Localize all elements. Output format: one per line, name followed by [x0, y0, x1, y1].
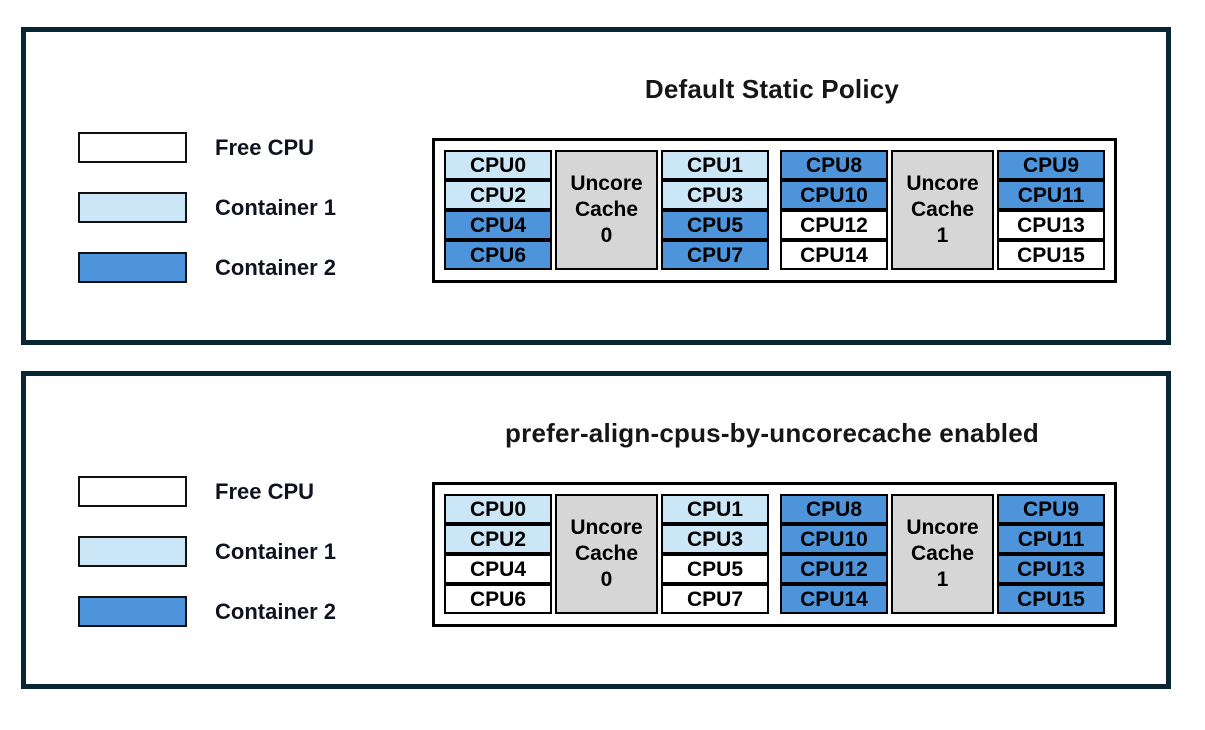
container-1-swatch [78, 536, 187, 567]
cpu-cell: CPU4 [444, 210, 552, 240]
legend-label: Container 2 [215, 254, 337, 280]
cpu-cell: CPU10 [780, 180, 888, 210]
legend-label: Free CPU [215, 134, 315, 160]
cpu-cell: CPU0 [444, 150, 552, 180]
legend-item-free-cpu: Free CPU [78, 132, 336, 163]
legend-item-container-1: Container 1 [78, 192, 336, 223]
panel-prefer-align-uncorecache: prefer-align-cpus-by-uncorecache enabled… [21, 371, 1171, 689]
container-2-swatch [78, 252, 187, 283]
cpu-cell: CPU6 [444, 584, 552, 614]
cpu-cell: CPU11 [997, 180, 1105, 210]
cpu-cell: CPU1 [661, 494, 769, 524]
cpu-cell: CPU15 [997, 240, 1105, 270]
cpu-cell: CPU10 [780, 524, 888, 554]
cpu-cell: CPU5 [661, 554, 769, 584]
cpu-cell: CPU15 [997, 584, 1105, 614]
cpu-cell: CPU14 [780, 240, 888, 270]
legend-label: Container 1 [215, 538, 337, 564]
cpu-cell: CPU9 [997, 494, 1105, 524]
cpu-column-right: CPU9 CPU11 CPU13 CPU15 [997, 494, 1105, 614]
cpu-column-left: CPU0 CPU2 CPU4 CPU6 [444, 494, 552, 614]
free-cpu-swatch [78, 132, 187, 163]
cpu-column-right: CPU1 CPU3 CPU5 CPU7 [661, 494, 769, 614]
cpu-cell: CPU7 [661, 240, 769, 270]
cpu-cell: CPU2 [444, 180, 552, 210]
cpu-cell: CPU2 [444, 524, 552, 554]
legend-label: Container 1 [215, 194, 337, 220]
legend-item-container-1: Container 1 [78, 536, 336, 567]
legend: Free CPU Container 1 Container 2 [78, 476, 336, 656]
cpu-cell: CPU0 [444, 494, 552, 524]
cpu-topology-diagram: CPU0 CPU2 CPU4 CPU6 Uncore Cache 0 CPU1 … [432, 482, 1117, 627]
cpu-cell: CPU11 [997, 524, 1105, 554]
cpu-column-right: CPU9 CPU11 CPU13 CPU15 [997, 150, 1105, 270]
cpu-cell: CPU12 [780, 210, 888, 240]
uncore-cache-group-0: CPU0 CPU2 CPU4 CPU6 Uncore Cache 0 CPU1 … [444, 494, 769, 615]
legend-label: Container 2 [215, 598, 337, 624]
cpu-cell: CPU1 [661, 150, 769, 180]
uncore-cache-group-1: CPU8 CPU10 CPU12 CPU14 Uncore Cache 1 CP… [780, 150, 1105, 271]
cpu-cell: CPU8 [780, 150, 888, 180]
cpu-column-left: CPU8 CPU10 CPU12 CPU14 [780, 150, 888, 270]
cpu-cell: CPU3 [661, 180, 769, 210]
cpu-column-right: CPU1 CPU3 CPU5 CPU7 [661, 150, 769, 270]
cpu-cell: CPU13 [997, 210, 1105, 240]
cpu-cell: CPU14 [780, 584, 888, 614]
free-cpu-swatch [78, 476, 187, 507]
legend-item-free-cpu: Free CPU [78, 476, 336, 507]
uncore-cache-cell: Uncore Cache 1 [891, 150, 994, 270]
panel-title: Default Static Policy [644, 74, 900, 104]
container-2-swatch [78, 596, 187, 627]
cpu-topology-diagram: CPU0 CPU2 CPU4 CPU6 Uncore Cache 0 CPU1 … [432, 138, 1117, 283]
cpu-cell: CPU4 [444, 554, 552, 584]
cpu-cell: CPU6 [444, 240, 552, 270]
cpu-column-left: CPU8 CPU10 CPU12 CPU14 [780, 494, 888, 614]
cpu-cell: CPU7 [661, 584, 769, 614]
cpu-cell: CPU9 [997, 150, 1105, 180]
cpu-cell: CPU13 [997, 554, 1105, 584]
panel-default-static-policy: Default Static Policy Free CPU Container… [21, 27, 1171, 345]
uncore-cache-cell: Uncore Cache 1 [891, 494, 994, 614]
panel-title: prefer-align-cpus-by-uncorecache enabled [505, 418, 1039, 448]
uncore-cache-group-0: CPU0 CPU2 CPU4 CPU6 Uncore Cache 0 CPU1 … [444, 150, 769, 271]
cpu-cell: CPU5 [661, 210, 769, 240]
cpu-column-left: CPU0 CPU2 CPU4 CPU6 [444, 150, 552, 270]
cpu-cell: CPU8 [780, 494, 888, 524]
legend-label: Free CPU [215, 478, 315, 504]
uncore-cache-cell: Uncore Cache 0 [555, 150, 658, 270]
cpu-cell: CPU12 [780, 554, 888, 584]
uncore-cache-group-1: CPU8 CPU10 CPU12 CPU14 Uncore Cache 1 CP… [780, 494, 1105, 615]
legend-item-container-2: Container 2 [78, 596, 336, 627]
container-1-swatch [78, 192, 187, 223]
cpu-cell: CPU3 [661, 524, 769, 554]
legend-item-container-2: Container 2 [78, 252, 336, 283]
legend: Free CPU Container 1 Container 2 [78, 132, 336, 312]
uncore-cache-cell: Uncore Cache 0 [555, 494, 658, 614]
